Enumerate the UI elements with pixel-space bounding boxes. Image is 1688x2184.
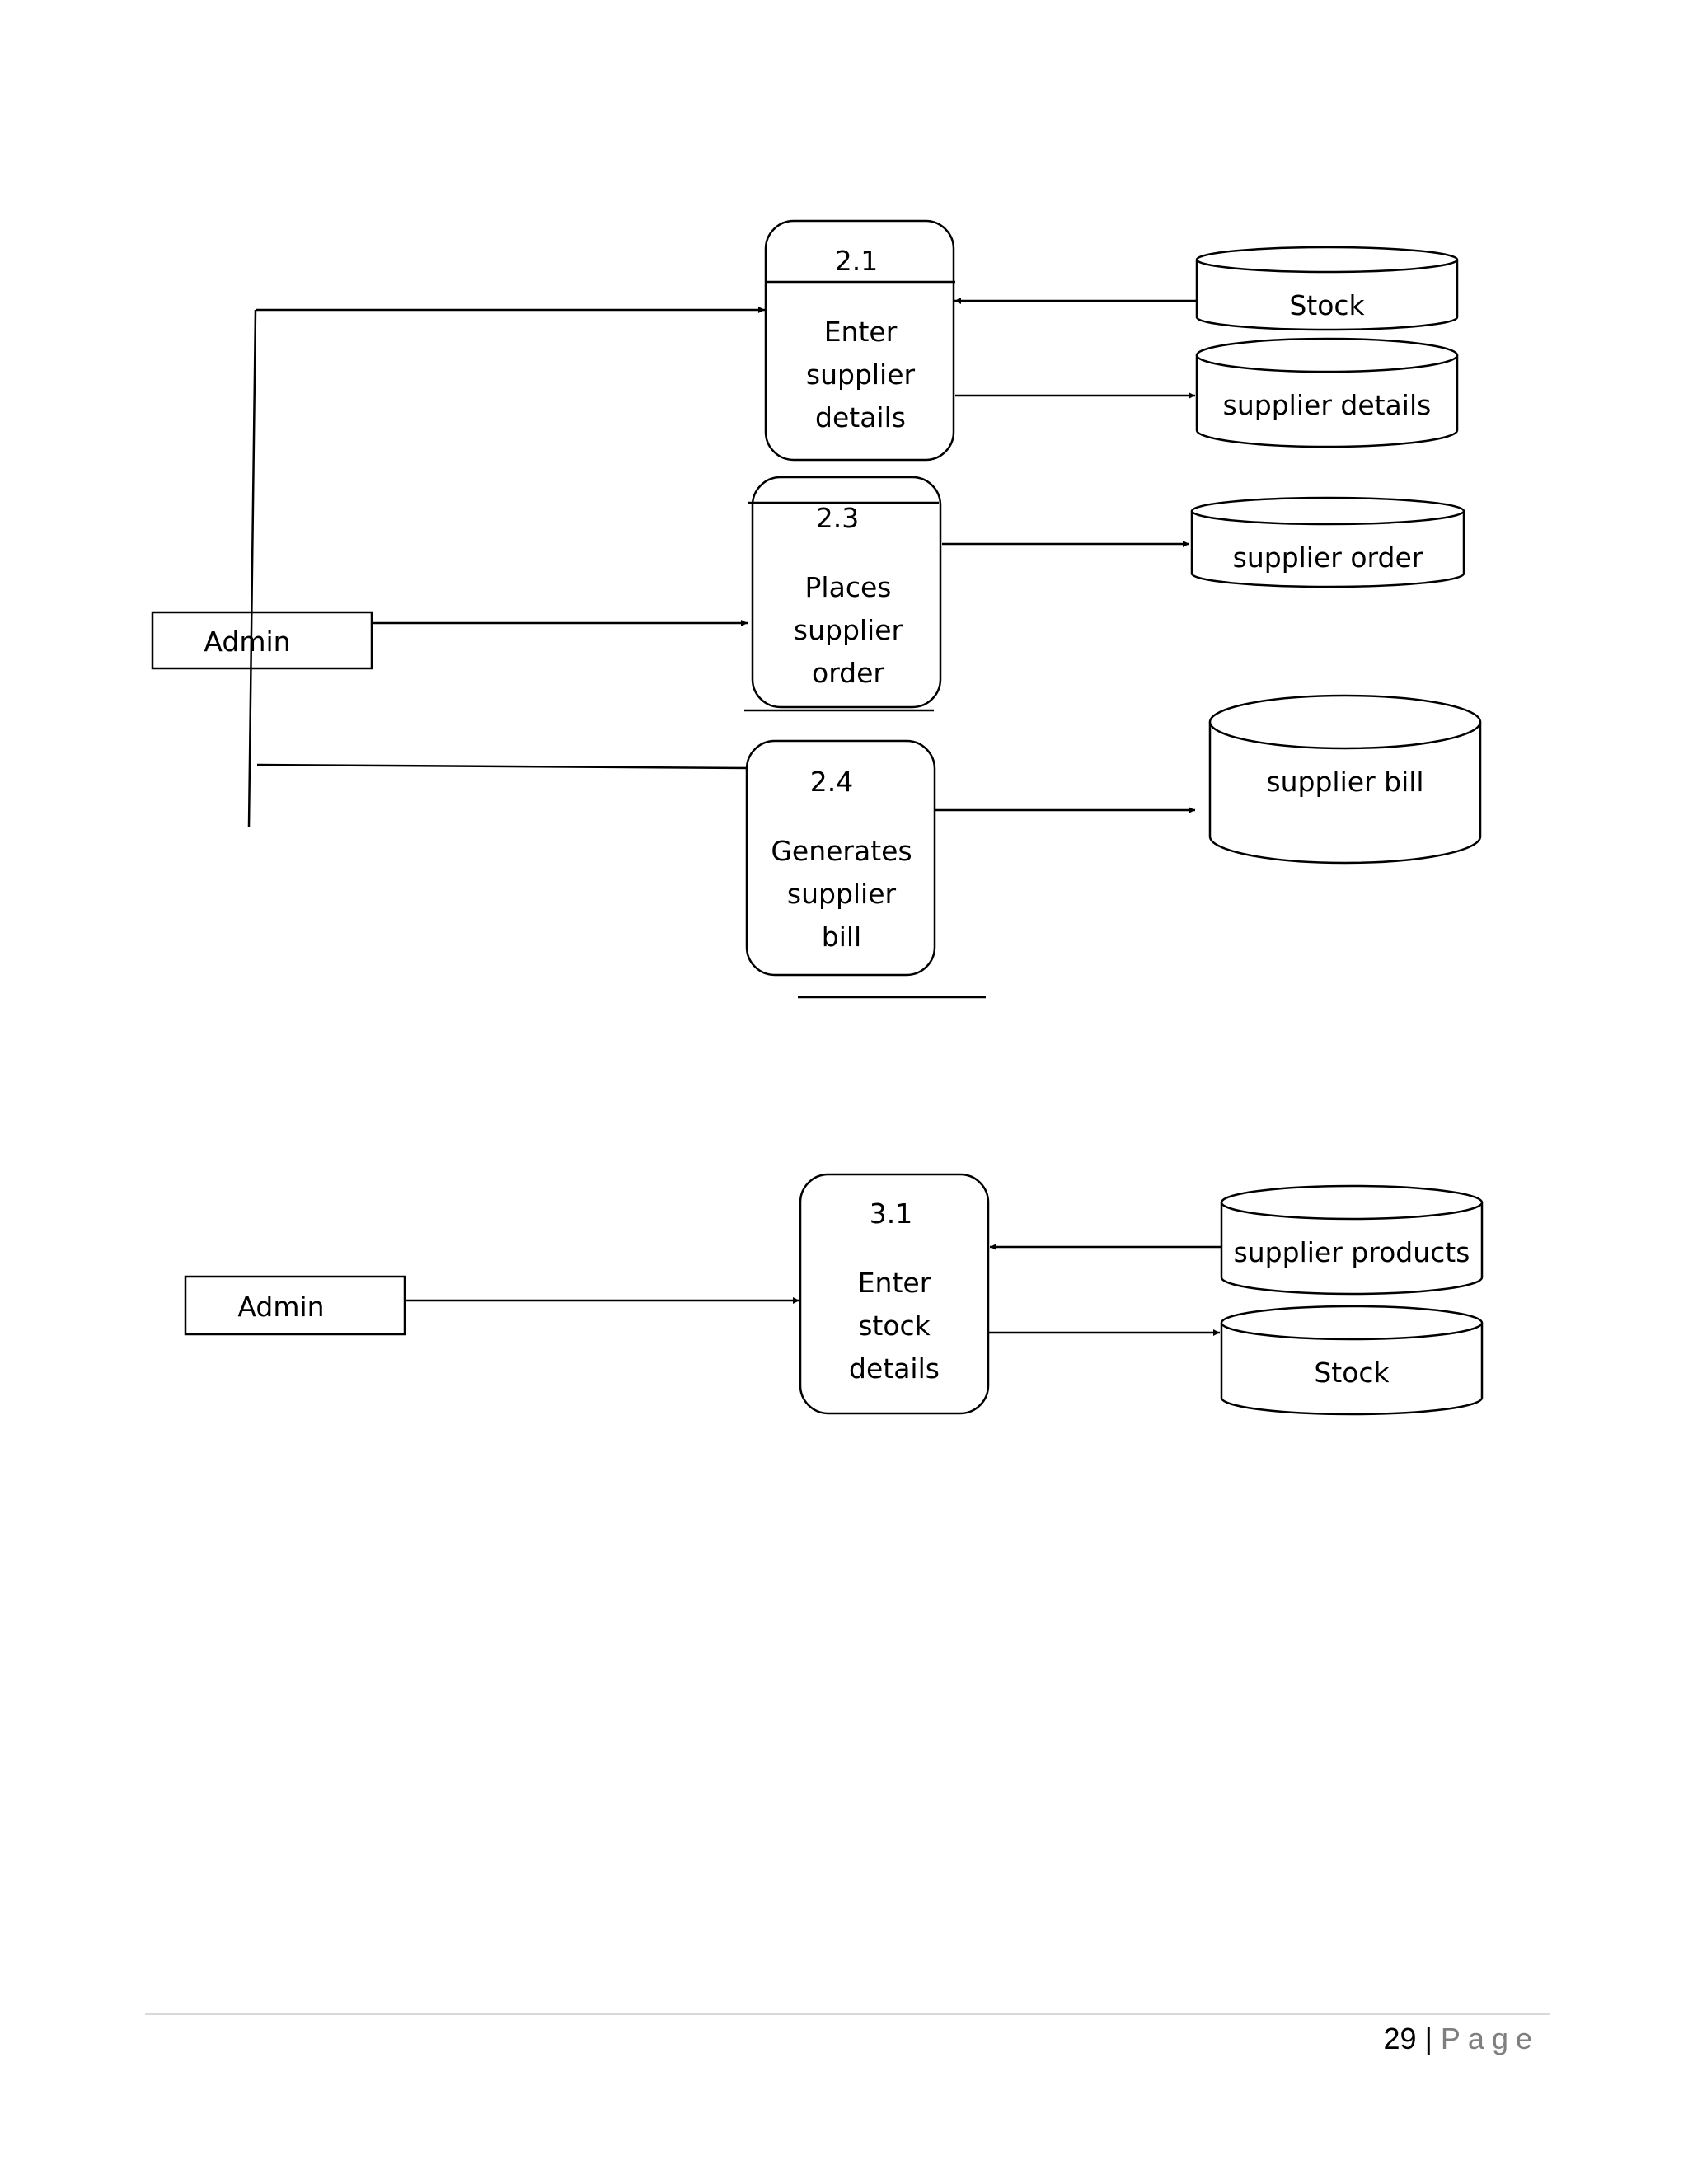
page-label: Page: [1440, 2022, 1540, 2055]
admin-entity-2: Admin: [184, 1275, 406, 1336]
store-supplier-order: supplier order: [1190, 496, 1465, 588]
footer-rule: [145, 2013, 1550, 2015]
store-stock-1: Stock: [1195, 246, 1459, 331]
process-3-1: 3.1 Enter stock details: [799, 1173, 990, 1415]
process-3-1-line-1: Enter: [858, 1267, 931, 1299]
admin-entity-2-label: Admin: [237, 1291, 324, 1323]
store-stock-1-label: Stock: [1289, 289, 1365, 321]
process-3-1-line-3: details: [849, 1352, 940, 1385]
process-2-1-line-2: supplier: [806, 359, 916, 391]
admin-entity-1-label: Admin: [204, 626, 290, 658]
flow-admin-to-2-4: [256, 763, 755, 771]
footer-separator: |: [1424, 2022, 1432, 2055]
process-2-1-number: 2.1: [835, 245, 878, 277]
store-supplier-details: supplier details: [1195, 337, 1459, 448]
store-supplier-products-label: supplier products: [1234, 1236, 1470, 1268]
process-2-3: 2.3 Places supplier order: [744, 476, 942, 712]
admin-entity-1: Admin: [151, 611, 373, 670]
store-stock-2: Stock: [1220, 1305, 1484, 1416]
process-2-4: 2.4 Generates supplier bill: [745, 739, 986, 999]
store-stock-2-label: Stock: [1314, 1357, 1390, 1389]
process-2-1: 2.1 Enter supplier details: [764, 219, 955, 462]
store-supplier-order-label: supplier order: [1233, 541, 1423, 574]
admin-trunk-line: [247, 309, 257, 827]
diagram-2: Admin 3.1 Enter stock details supplier p…: [184, 1173, 1484, 1416]
process-2-3-line-2: supplier: [794, 614, 903, 646]
page-footer: 29|Page: [1384, 2016, 1540, 2062]
store-supplier-bill-label: supplier bill: [1266, 766, 1423, 798]
process-2-4-line-1: Generates: [771, 835, 912, 867]
process-2-3-line-1: Places: [805, 571, 892, 603]
process-3-1-line-2: stock: [858, 1310, 931, 1342]
store-supplier-details-label: supplier details: [1223, 389, 1432, 421]
process-2-4-line-2: supplier: [787, 878, 897, 910]
store-supplier-bill: supplier bill: [1208, 694, 1482, 865]
process-2-4-number: 2.4: [810, 766, 853, 798]
process-3-1-number: 3.1: [870, 1197, 912, 1230]
process-2-1-line-1: Enter: [824, 316, 898, 348]
process-2-3-line-3: order: [812, 657, 884, 689]
process-2-3-number: 2.3: [816, 502, 859, 534]
diagram-1: Admin 2.1 Enter supplier details 2.3 Pla…: [151, 219, 1482, 999]
process-2-4-line-3: bill: [822, 921, 861, 953]
store-supplier-products: supplier products: [1220, 1184, 1484, 1296]
process-2-1-line-3: details: [815, 401, 906, 434]
page-number: 29: [1383, 2022, 1417, 2055]
